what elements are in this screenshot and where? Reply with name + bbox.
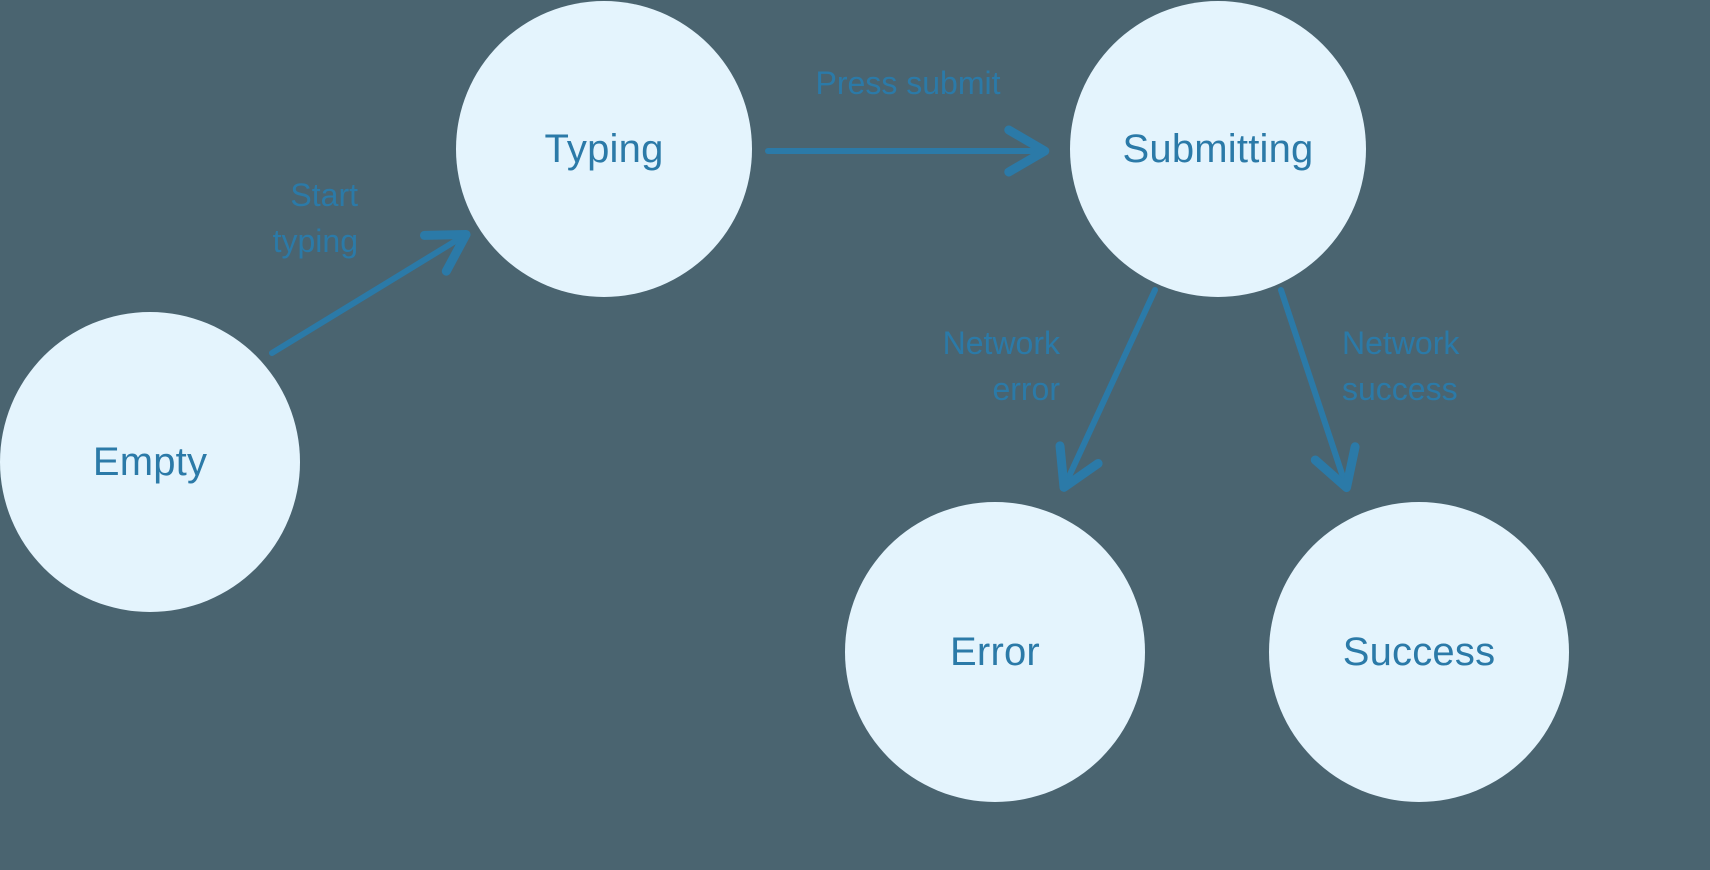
state-node-success-label: Success — [1342, 630, 1496, 674]
transition-label-network-success: Network success — [1342, 325, 1460, 408]
state-node-empty[interactable]: Empty — [0, 312, 300, 612]
transition-label-press-submit: Press submit — [815, 65, 1001, 101]
state-node-error-label: Error — [950, 630, 1040, 674]
state-node-submitting-label: Submitting — [1122, 127, 1314, 171]
state-node-empty-label: Empty — [92, 440, 208, 484]
transition-label-network-error: Network error — [942, 325, 1060, 408]
state-node-success[interactable]: Success — [1269, 502, 1569, 802]
state-node-error[interactable]: Error — [845, 502, 1145, 802]
transition-label-start-typing: Start typing — [272, 177, 358, 260]
edge-network-success — [1278, 287, 1360, 493]
state-node-submitting[interactable]: Submitting — [1070, 1, 1366, 297]
edge-network-error — [1055, 287, 1158, 492]
state-node-typing-label: Typing — [544, 127, 664, 171]
state-node-typing[interactable]: Typing — [456, 1, 752, 297]
edge-start-typing — [269, 229, 471, 356]
